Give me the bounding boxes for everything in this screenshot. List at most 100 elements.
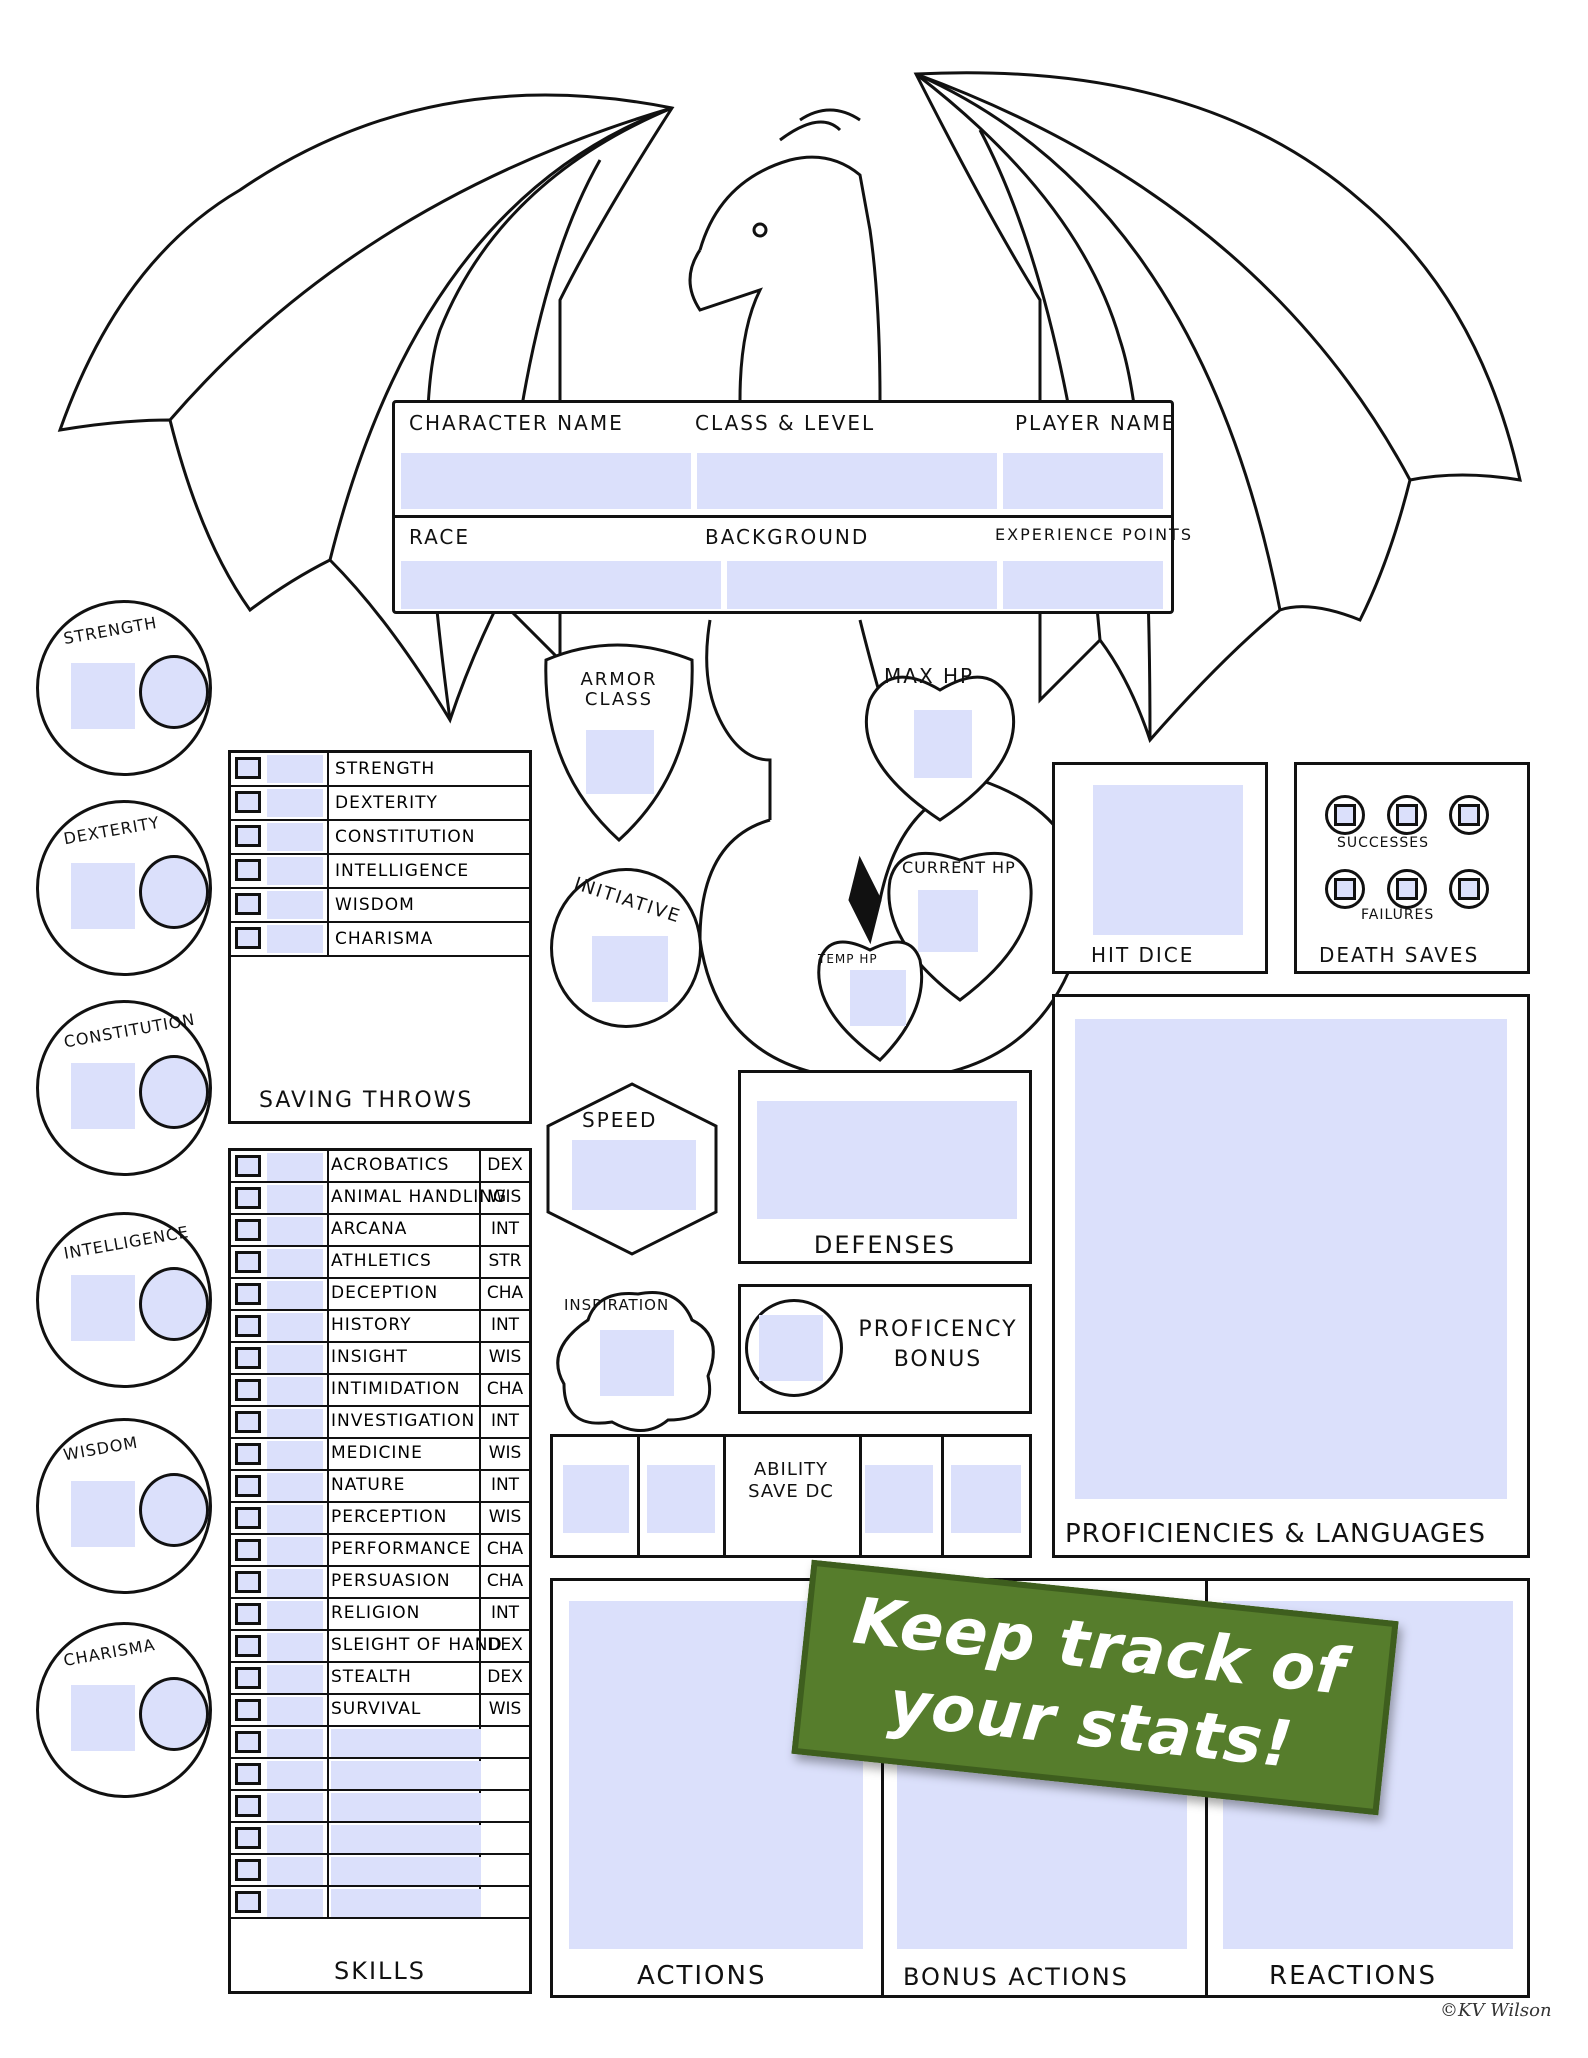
- skill-bonus-field[interactable]: [267, 1729, 323, 1757]
- skill-proficiency-checkbox[interactable]: [235, 1891, 261, 1913]
- skill-bonus-field[interactable]: [267, 1569, 323, 1597]
- saving-throw-proficiency-checkbox[interactable]: [235, 859, 261, 881]
- background-field[interactable]: [727, 561, 997, 609]
- ability-modifier-circle[interactable]: [139, 655, 209, 729]
- ability-modifier-circle[interactable]: [139, 855, 209, 929]
- ability-score-field[interactable]: [71, 1481, 135, 1547]
- skill-proficiency-checkbox[interactable]: [235, 1475, 261, 1497]
- skill-bonus-field[interactable]: [267, 1793, 323, 1821]
- ability-modifier-circle[interactable]: [139, 1473, 209, 1547]
- skill-bonus-field[interactable]: [267, 1665, 323, 1693]
- skill-name-field[interactable]: [331, 1889, 481, 1917]
- skill-bonus-field[interactable]: [267, 1825, 323, 1853]
- ability-modifier-circle[interactable]: [139, 1677, 209, 1751]
- saving-throw-proficiency-checkbox[interactable]: [235, 757, 261, 779]
- skill-bonus-field[interactable]: [267, 1857, 323, 1885]
- skill-proficiency-checkbox[interactable]: [235, 1763, 261, 1785]
- skill-bonus-field[interactable]: [267, 1153, 323, 1181]
- save-dc-field-4[interactable]: [951, 1465, 1021, 1533]
- skill-name-field[interactable]: [331, 1825, 481, 1853]
- save-dc-field-1[interactable]: [563, 1465, 629, 1533]
- defenses-field[interactable]: [757, 1101, 1017, 1219]
- saving-throw-bonus-field[interactable]: [267, 925, 323, 953]
- race-field[interactable]: [401, 561, 721, 609]
- skill-proficiency-checkbox[interactable]: [235, 1347, 261, 1369]
- skill-proficiency-checkbox[interactable]: [235, 1635, 261, 1657]
- skill-bonus-field[interactable]: [267, 1441, 323, 1469]
- ability-score-field[interactable]: [71, 1063, 135, 1129]
- skill-proficiency-checkbox[interactable]: [235, 1187, 261, 1209]
- ability-score-field[interactable]: [71, 1685, 135, 1751]
- saving-throw-bonus-field[interactable]: [267, 823, 323, 851]
- death-save-failure-box[interactable]: [1325, 869, 1365, 909]
- skill-proficiency-checkbox[interactable]: [235, 1795, 261, 1817]
- ability-modifier-circle[interactable]: [139, 1267, 209, 1341]
- character-name-field[interactable]: [401, 453, 691, 509]
- skill-proficiency-checkbox[interactable]: [235, 1571, 261, 1593]
- save-dc-field-2[interactable]: [647, 1465, 715, 1533]
- skill-proficiency-checkbox[interactable]: [235, 1283, 261, 1305]
- proficiencies-field[interactable]: [1075, 1019, 1507, 1499]
- initiative-field[interactable]: [592, 936, 668, 1002]
- saving-throw-bonus-field[interactable]: [267, 789, 323, 817]
- ability-modifier-circle[interactable]: [139, 1055, 209, 1129]
- skill-proficiency-checkbox[interactable]: [235, 1155, 261, 1177]
- skill-proficiency-checkbox[interactable]: [235, 1315, 261, 1337]
- skill-bonus-field[interactable]: [267, 1697, 323, 1725]
- saving-throw-proficiency-checkbox[interactable]: [235, 927, 261, 949]
- skill-name-field[interactable]: [331, 1857, 481, 1885]
- proficiency-bonus-field[interactable]: [759, 1315, 823, 1381]
- saving-throw-proficiency-checkbox[interactable]: [235, 893, 261, 915]
- skill-proficiency-checkbox[interactable]: [235, 1667, 261, 1689]
- skill-bonus-field[interactable]: [267, 1473, 323, 1501]
- skill-bonus-field[interactable]: [267, 1345, 323, 1373]
- skill-bonus-field[interactable]: [267, 1217, 323, 1245]
- saving-throw-bonus-field[interactable]: [267, 891, 323, 919]
- ability-score-field[interactable]: [71, 863, 135, 929]
- skill-bonus-field[interactable]: [267, 1601, 323, 1629]
- experience-points-field[interactable]: [1003, 561, 1163, 609]
- skill-proficiency-checkbox[interactable]: [235, 1603, 261, 1625]
- skill-proficiency-checkbox[interactable]: [235, 1507, 261, 1529]
- ability-score-field[interactable]: [71, 663, 135, 729]
- death-save-success-box[interactable]: [1449, 795, 1489, 835]
- class-level-field[interactable]: [697, 453, 997, 509]
- death-save-failure-box[interactable]: [1449, 869, 1489, 909]
- skill-bonus-field[interactable]: [267, 1281, 323, 1309]
- skill-proficiency-checkbox[interactable]: [235, 1699, 261, 1721]
- skill-bonus-field[interactable]: [267, 1537, 323, 1565]
- skill-proficiency-checkbox[interactable]: [235, 1379, 261, 1401]
- skill-bonus-field[interactable]: [267, 1377, 323, 1405]
- saving-throw-bonus-field[interactable]: [267, 857, 323, 885]
- skill-proficiency-checkbox[interactable]: [235, 1859, 261, 1881]
- skill-proficiency-checkbox[interactable]: [235, 1827, 261, 1849]
- death-save-success-box[interactable]: [1387, 795, 1427, 835]
- death-save-success-box[interactable]: [1325, 795, 1365, 835]
- skill-bonus-field[interactable]: [267, 1505, 323, 1533]
- player-name-field[interactable]: [1003, 453, 1163, 509]
- skill-bonus-field[interactable]: [267, 1889, 323, 1917]
- saving-throw-proficiency-checkbox[interactable]: [235, 791, 261, 813]
- skill-proficiency-checkbox[interactable]: [235, 1443, 261, 1465]
- save-dc-field-3[interactable]: [865, 1465, 933, 1533]
- skill-proficiency-checkbox[interactable]: [235, 1539, 261, 1561]
- skill-proficiency-checkbox[interactable]: [235, 1219, 261, 1241]
- skill-bonus-field[interactable]: [267, 1633, 323, 1661]
- skill-bonus-field[interactable]: [267, 1409, 323, 1437]
- saving-throw-bonus-field[interactable]: [267, 755, 323, 783]
- death-save-failure-box[interactable]: [1387, 869, 1427, 909]
- skill-proficiency-checkbox[interactable]: [235, 1731, 261, 1753]
- ability-score-field[interactable]: [71, 1275, 135, 1341]
- skill-name-field[interactable]: [331, 1729, 481, 1757]
- skill-bonus-field[interactable]: [267, 1761, 323, 1789]
- saving-throw-proficiency-checkbox[interactable]: [235, 825, 261, 847]
- skill-bonus-field[interactable]: [267, 1185, 323, 1213]
- skill-bonus-field[interactable]: [267, 1313, 323, 1341]
- skill-proficiency-checkbox[interactable]: [235, 1411, 261, 1433]
- skill-name-field[interactable]: [331, 1761, 481, 1789]
- hit-dice-field[interactable]: [1093, 785, 1243, 935]
- skill-proficiency-checkbox[interactable]: [235, 1251, 261, 1273]
- skill-bonus-field[interactable]: [267, 1249, 323, 1277]
- skill-name-field[interactable]: [331, 1793, 481, 1821]
